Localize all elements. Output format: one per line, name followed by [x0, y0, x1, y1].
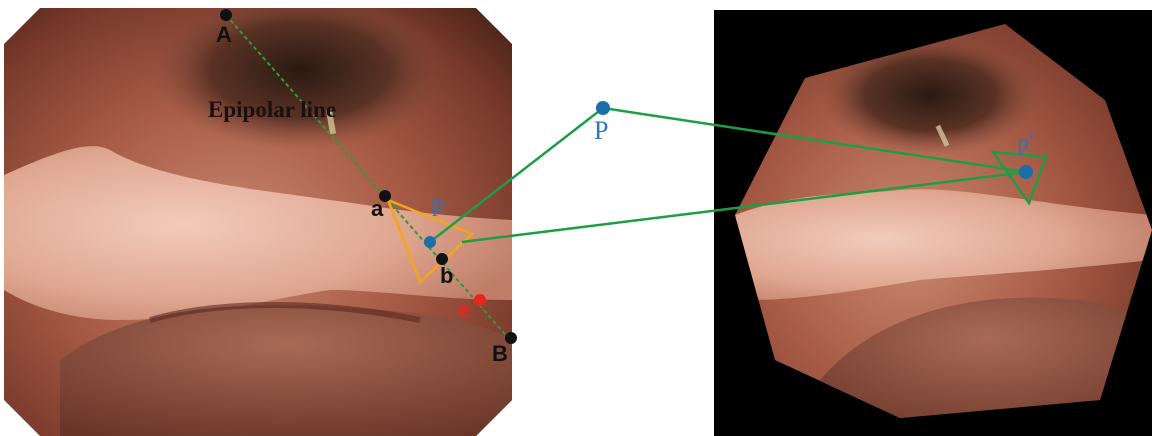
label-a: a [371, 196, 384, 221]
point-p-prime [1019, 165, 1033, 179]
label-e: e [458, 297, 470, 322]
point-e [474, 294, 486, 306]
label-p: p [432, 191, 444, 217]
label-P: P [594, 116, 608, 145]
label-B: B [492, 341, 508, 366]
point-P [596, 101, 610, 115]
label-A: A [216, 22, 232, 47]
point-p [424, 236, 436, 248]
epipolar-line-label: Epipolar line [208, 97, 336, 122]
label-p-prime: p' [1017, 130, 1033, 156]
point-A [220, 9, 232, 21]
label-b: b [440, 263, 453, 288]
